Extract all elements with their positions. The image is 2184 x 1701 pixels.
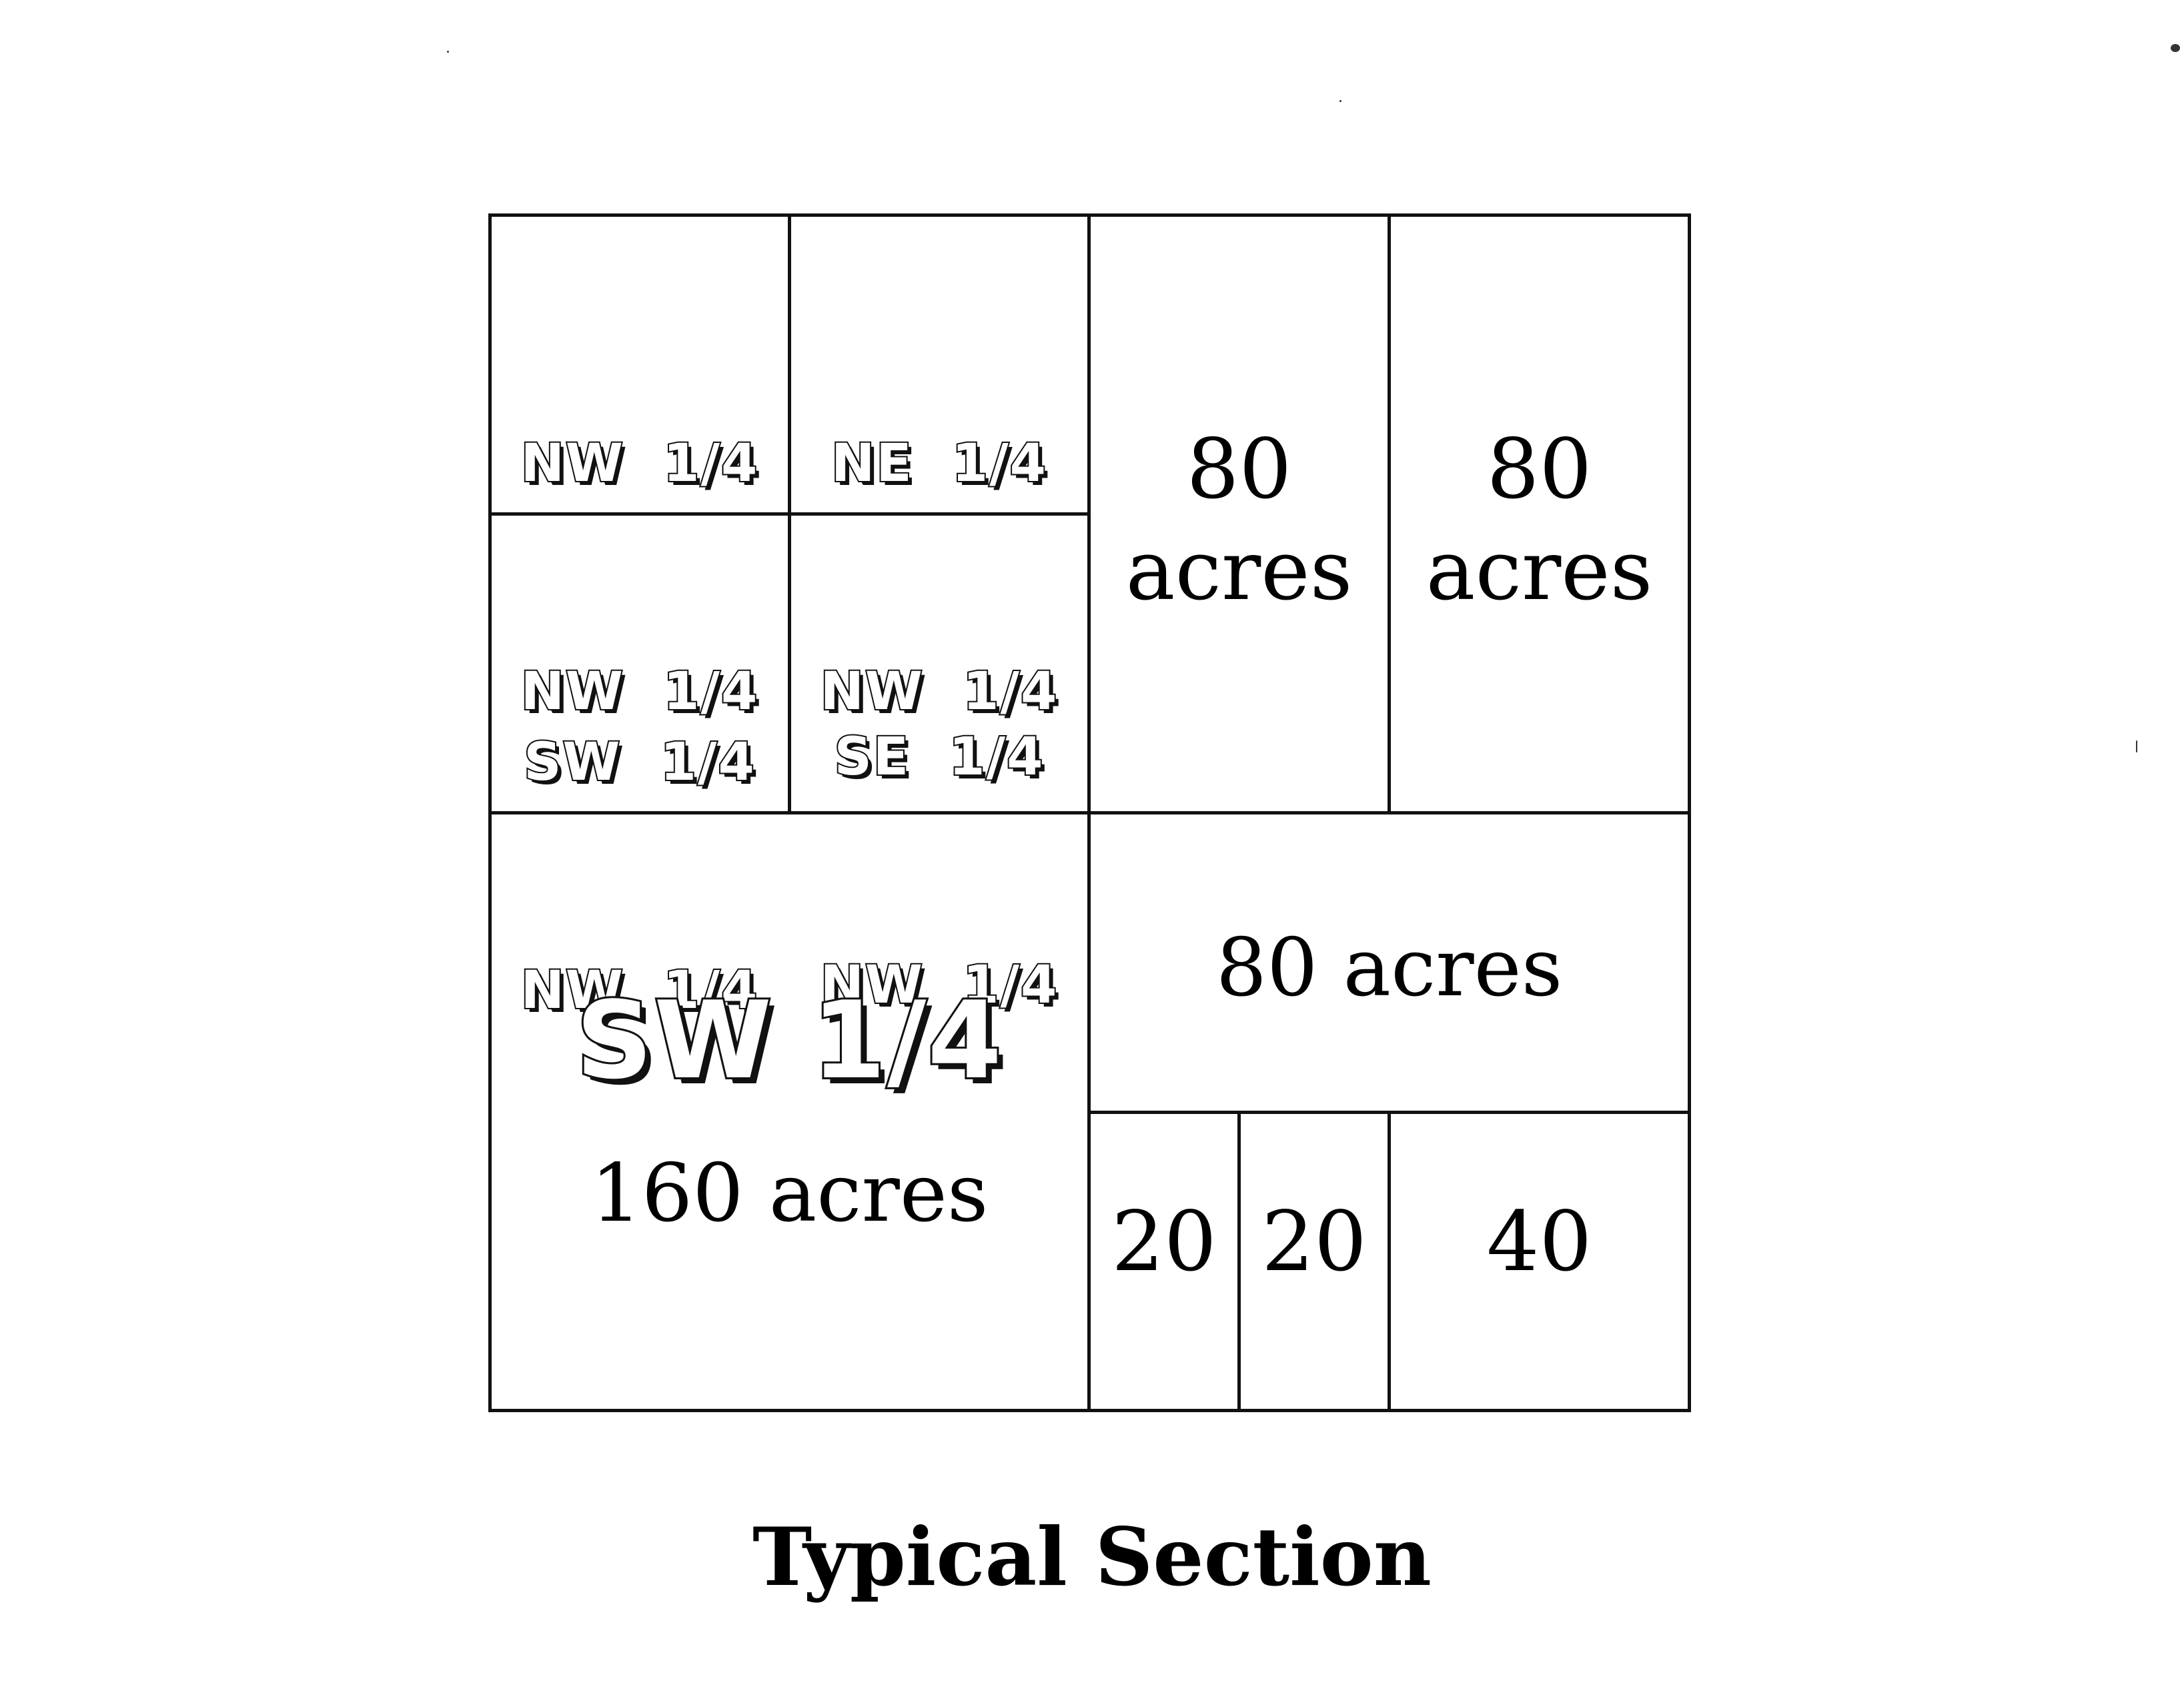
nw-quarter-horizontal-divider	[488, 512, 1089, 516]
scan-speck	[1339, 100, 1341, 102]
parcel-sw-quarter-label: SW 1/4	[574, 978, 1004, 1103]
se-quarter-small-divider-2	[1388, 1111, 1391, 1412]
parcel-se-small-40: 40	[1486, 1194, 1592, 1290]
parcel-ne-right-80-acres: 80 acres	[1391, 419, 1688, 622]
scan-speck	[2136, 740, 2137, 752]
parcel-se-north-80-acres: 80 acres	[1215, 922, 1563, 1015]
parcel-se-nw-label: SE 1/4 NW 1/4	[791, 567, 1087, 1175]
parcel-ne-left-80-acres: 80 acres	[1091, 419, 1388, 622]
parcel-ne-left-unit: acres	[1125, 523, 1353, 619]
parcel-ne-right-value: 80	[1486, 422, 1592, 518]
parcel-ne-nw-line2: NW 1/4	[819, 660, 1059, 723]
parcel-ne-nw-line1: NE 1/4	[830, 432, 1047, 495]
parcel-se-nw-line2: NW 1/4	[819, 954, 1059, 1017]
center-horizontal-divider	[488, 811, 1691, 814]
parcel-nw-nw-line1: NW 1/4	[520, 432, 759, 495]
parcel-nw-nw-line2: NW 1/4	[520, 660, 759, 723]
parcel-sw-nw-line2: NW 1/4	[520, 959, 759, 1022]
parcel-ne-nw-label: NE 1/4 NW 1/4	[791, 273, 1087, 882]
se-quarter-small-divider-1	[1237, 1111, 1241, 1412]
parcel-se-small-20-second: 20	[1261, 1194, 1367, 1290]
parcel-se-nw-line1: SE 1/4	[833, 726, 1045, 788]
parcel-se-small-20-first: 20	[1111, 1194, 1217, 1290]
parcel-ne-right-unit: acres	[1426, 523, 1653, 619]
ne-quarter-vertical-divider	[1388, 213, 1391, 813]
parcel-sw-nw-label: SW 1/4 NW 1/4	[492, 572, 788, 1181]
parcel-nw-nw-label: NW 1/4 NW 1/4	[492, 273, 788, 882]
page-title: Typical Section	[752, 1510, 1432, 1604]
scan-speck	[447, 51, 449, 53]
parcel-sw-nw-line1: SW 1/4	[522, 731, 756, 794]
scan-speck	[2171, 44, 2180, 52]
parcel-sw-quarter-acres: 160 acres	[590, 1147, 989, 1240]
parcel-ne-left-value: 80	[1186, 422, 1292, 518]
